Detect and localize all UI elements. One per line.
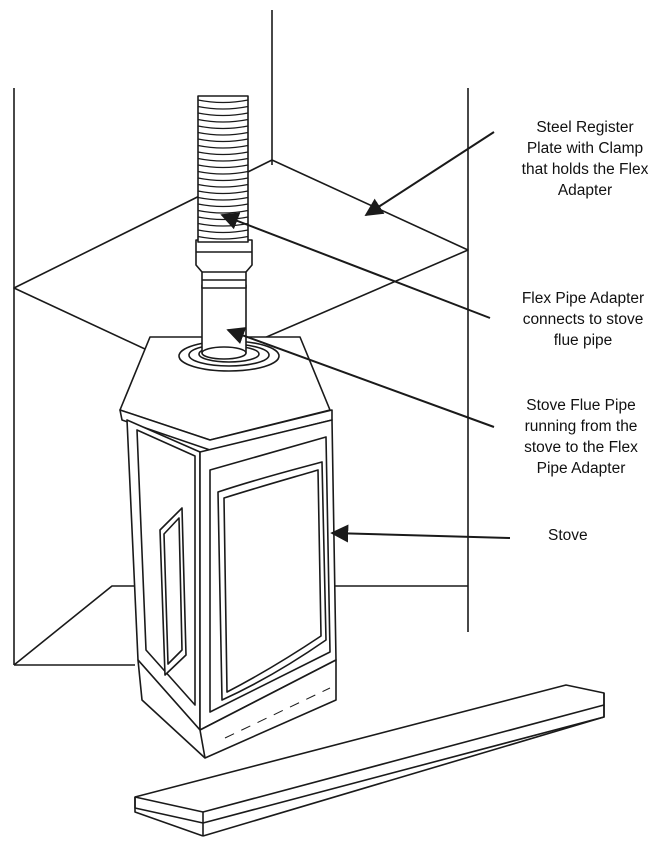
flex-pipe-ridge [197, 157, 249, 162]
flex-pipe-ridge [197, 190, 249, 195]
hearth-board [134, 684, 605, 837]
flex-pipe-ridge [197, 203, 249, 208]
label-register-plate: Steel Register Plate with Clamp that hol… [521, 119, 649, 199]
label-stove-flue-pipe: Stove Flue Pipe running from the stove t… [524, 397, 638, 477]
flex-pipe-adapter [195, 239, 253, 289]
flex-pipe-ridge [197, 229, 249, 234]
flex-pipe-ridge [197, 164, 249, 169]
flex-pipe-ridge [197, 138, 249, 143]
flex-pipe-ridge [197, 105, 249, 110]
flex-pipe-ridge [197, 177, 249, 182]
label-flex-pipe-adapter: Flex Pipe Adapter connects to stove flue… [521, 290, 645, 349]
leader-lines [220, 131, 511, 543]
fireplace-box [13, 10, 469, 666]
flex-pipe-ridge [197, 125, 249, 130]
flex-pipe-ridge [197, 118, 249, 123]
flex-pipe-ridge [197, 235, 249, 240]
register-plate [13, 159, 469, 371]
arrow-stove [330, 524, 511, 543]
arrow-register-plate [364, 131, 495, 216]
arrow-flue-pipe [226, 327, 495, 428]
flex-pipe-ridge [197, 183, 249, 188]
arrow-flex-adapter [220, 212, 491, 319]
flex-pipe-ridge [197, 196, 249, 201]
flex-pipe-ridge [197, 144, 249, 149]
flex-pipe-ridge [197, 131, 249, 136]
label-stove: Stove [548, 527, 588, 544]
flex-pipe-ridge [197, 99, 249, 104]
stove [119, 336, 337, 759]
flex-pipe-ridge [197, 151, 249, 156]
flex-pipe [197, 95, 249, 243]
flex-pipe-ridge [197, 170, 249, 175]
stove-flue-pipe [201, 284, 247, 360]
flex-pipe-ridge [197, 112, 249, 117]
